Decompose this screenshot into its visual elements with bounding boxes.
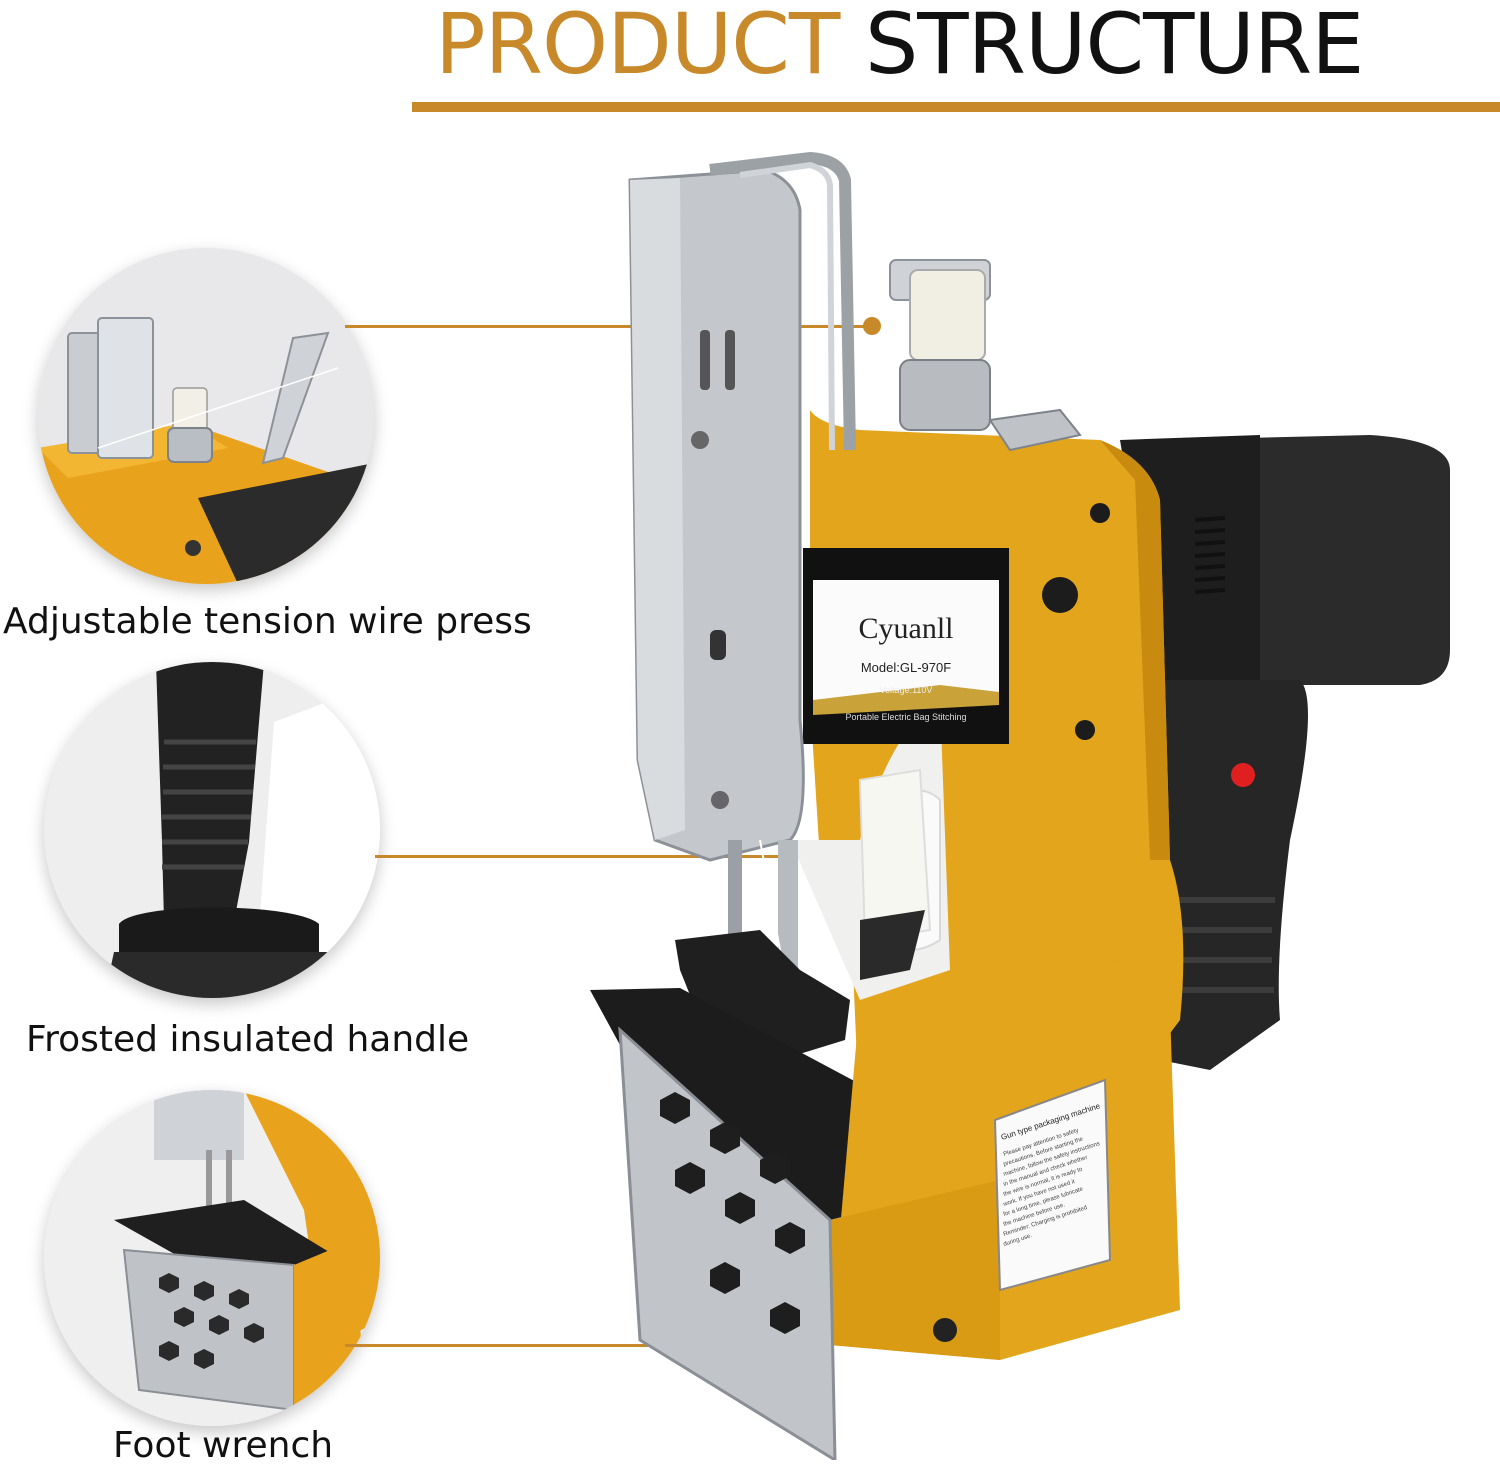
caption-tension-wire-press: Adjustable tension wire press — [3, 601, 532, 642]
label-voltage: Voltage:110V — [880, 685, 933, 695]
title-word-structure: STRUCTURE — [864, 0, 1364, 93]
caption-insulated-handle: Frosted insulated handle — [26, 1019, 470, 1060]
leader-line-foot — [345, 1344, 787, 1347]
pistol-grip — [1150, 680, 1308, 1070]
tension-wire-press-illustration — [38, 248, 374, 584]
label-description: Portable Electric Bag Stitching — [845, 712, 966, 722]
feature-image-tension-wire-press — [38, 248, 374, 584]
feature-image-insulated-handle — [44, 662, 380, 998]
hex-foot-plate — [618, 1026, 837, 1460]
foot-wrench-screw — [933, 1318, 957, 1342]
foot-wrench-illustration — [44, 1090, 380, 1426]
insulated-handle-illustration — [44, 662, 380, 998]
power-switch-icon — [1231, 763, 1255, 787]
leader-dot-tension — [863, 317, 881, 335]
caption-foot-wrench: Foot wrench — [113, 1425, 334, 1466]
leader-line-tension — [345, 325, 873, 328]
label-model: Model:GL-970F — [861, 660, 951, 675]
feature-image-foot-wrench — [44, 1090, 380, 1426]
info-plate — [993, 1078, 1112, 1292]
title-underline — [412, 102, 1500, 112]
page-title: PRODUCT STRUCTURE — [435, 0, 1364, 95]
title-word-product: PRODUCT — [435, 0, 840, 93]
label-brand: Cyuanll — [859, 612, 954, 645]
bag-stitching-machine: Cyuanll Model:GL-970F Voltage:110V Porta… — [590, 151, 1450, 1460]
